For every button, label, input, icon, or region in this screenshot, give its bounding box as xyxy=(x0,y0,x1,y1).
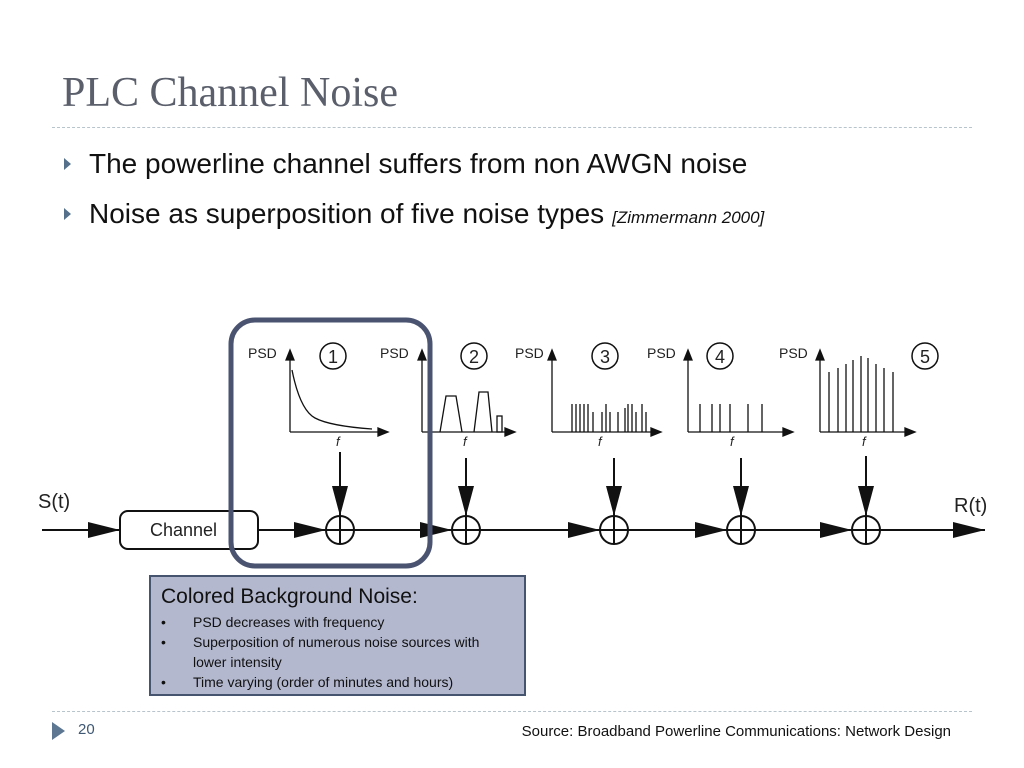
channel-block xyxy=(119,510,259,550)
noise-number-badge-2 xyxy=(460,342,488,370)
noise-number-3: 3 xyxy=(600,347,610,367)
noise-number-badge-1 xyxy=(319,342,347,370)
callout-item-text: Time varying (order of minutes and hours… xyxy=(193,674,454,691)
source-citation: Source: Broadband Powerline Communicatio… xyxy=(521,723,951,740)
psd-plot-1 xyxy=(285,348,390,437)
bullet-1: The powerline channel suffers from non A… xyxy=(64,148,747,180)
psd-plot-4 xyxy=(683,348,795,437)
highlight-frame xyxy=(228,317,433,569)
footer-divider xyxy=(52,711,972,712)
summation-nodes xyxy=(325,515,881,545)
freq-label-1: f xyxy=(336,434,341,449)
noise-number-2: 2 xyxy=(469,347,479,367)
background-noise-callout: Colored Background Noise: • PSD decreases… xyxy=(149,575,526,696)
output-signal-label: R(t) xyxy=(954,495,987,517)
bullet-dot: • xyxy=(161,614,166,631)
callout-title: Colored Background Noise: xyxy=(161,585,418,608)
psd-label-2: PSD xyxy=(380,345,409,361)
bullet-2: Noise as superposition of five noise typ… xyxy=(64,198,764,230)
callout-item-text: Superposition of numerous noise sources … xyxy=(193,634,480,671)
sum-node-4 xyxy=(726,515,756,545)
callout-item-text: PSD decreases with frequency xyxy=(193,614,385,631)
sum-node-3 xyxy=(599,515,629,545)
sum-node-2 xyxy=(451,515,481,545)
bullet-text: The powerline channel suffers from non A… xyxy=(89,148,748,179)
bullet-dot: • xyxy=(161,674,166,691)
psd-label-4: PSD xyxy=(647,345,676,361)
noise-number-badge-3 xyxy=(591,342,619,370)
footer-triangle-icon xyxy=(52,722,65,740)
freq-label-2: f xyxy=(463,434,468,449)
callout-item: • Superposition of numerous noise sources… xyxy=(161,632,514,672)
bullet-dot: • xyxy=(161,634,166,651)
sum-node-5 xyxy=(851,515,881,545)
title-divider xyxy=(52,127,972,128)
callout-item: • PSD decreases with frequency xyxy=(161,612,514,632)
psd-label-5: PSD xyxy=(779,345,808,361)
callout-list: • PSD decreases with frequency • Superposi… xyxy=(161,612,514,692)
bullet-text: Noise as superposition of five noise typ… xyxy=(89,198,605,229)
psd-plot-5 xyxy=(815,348,917,437)
input-signal-label: S(t) xyxy=(38,491,70,513)
callout-item: • Time varying (order of minutes and hour… xyxy=(161,672,514,692)
noise-number-badge-4 xyxy=(706,342,734,370)
channel-label: Channel xyxy=(150,520,217,540)
freq-label-3: f xyxy=(598,434,603,449)
noise-injection-arrows xyxy=(339,452,867,516)
freq-label-4: f xyxy=(730,434,735,449)
psd-plot-2 xyxy=(417,348,517,437)
noise-number-badge-5 xyxy=(911,342,939,370)
noise-number-4: 4 xyxy=(715,347,725,367)
psd-label-3: PSD xyxy=(515,345,544,361)
psd-plot-3 xyxy=(547,348,663,437)
freq-label-5: f xyxy=(862,434,867,449)
sum-node-1 xyxy=(325,515,355,545)
psd-label-1: PSD xyxy=(248,345,277,361)
noise-number-1: 1 xyxy=(328,347,338,367)
slide-title: PLC Channel Noise xyxy=(62,70,398,116)
noise-number-5: 5 xyxy=(920,347,930,367)
page-number: 20 xyxy=(78,721,95,738)
bullet-arrow-icon xyxy=(64,208,71,220)
bullet-citation: [Zimmermann 2000] xyxy=(612,208,765,227)
bullet-arrow-icon xyxy=(64,158,71,170)
